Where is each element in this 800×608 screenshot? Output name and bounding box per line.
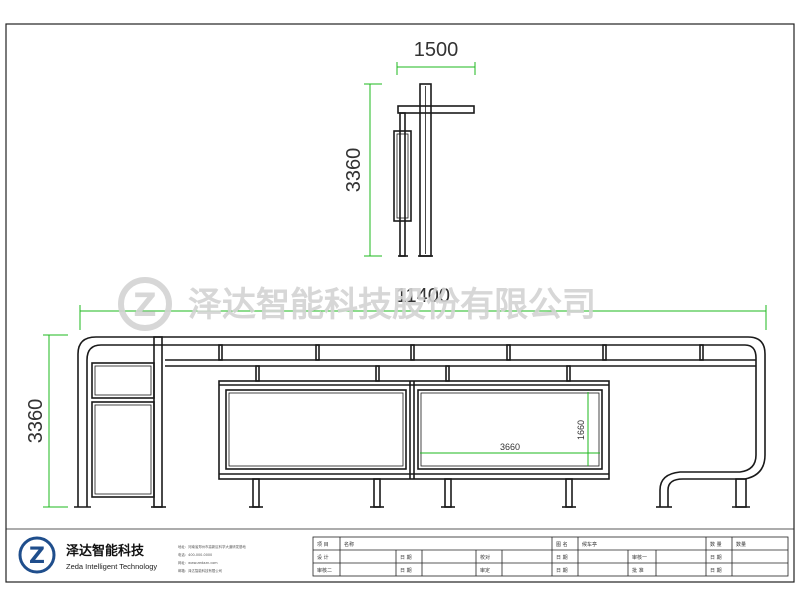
contact-line: 网址：www.zedazn.com <box>178 560 218 565</box>
label-review2: 审核二 <box>317 567 332 574</box>
company-logo-letter: Z <box>29 544 45 569</box>
label-drawing-name: 图 名 <box>556 541 568 548</box>
label-check: 校对 <box>480 554 490 561</box>
label-date: 日 期 <box>556 568 568 574</box>
value-quantity: 数量 <box>736 541 746 548</box>
label-date: 日 期 <box>710 555 722 561</box>
label-date: 日 期 <box>400 555 412 561</box>
label-ratify: 批 准 <box>632 567 644 574</box>
label-quantity: 数 量 <box>710 541 722 548</box>
front-height-dim: 3360 <box>25 399 47 444</box>
label-name: 名称 <box>344 541 354 548</box>
label-date: 日 期 <box>710 568 722 574</box>
panel-height-dim: 1660 <box>576 420 586 440</box>
title-block: Z 泽达智能科技 Zeda Intelligent Technology 地址：… <box>6 528 794 577</box>
contact-line: 邮箱：泽达智能科技有限公司 <box>178 568 222 573</box>
side-width-dim: 1500 <box>414 39 459 61</box>
drawing-border <box>5 23 795 583</box>
contact-line: 地址：河南省郑州市高新区科学大道研发基地 <box>178 544 246 549</box>
label-approve: 审定 <box>480 567 490 574</box>
watermark-text: 泽达智能科技股份有限公司 <box>188 285 596 325</box>
label-design: 设 计 <box>317 554 329 561</box>
side-view: 1500 3360 <box>343 39 476 257</box>
company-logo <box>18 536 56 574</box>
panel-width-dim: 3660 <box>500 442 520 452</box>
label-project: 项 目 <box>317 542 329 548</box>
label-date: 日 期 <box>400 568 412 574</box>
watermark-logo <box>118 277 172 331</box>
watermark-logo-letter: Z <box>133 286 156 324</box>
company-name-cn: 泽达智能科技 <box>66 543 145 559</box>
front-length-dim: 11400 <box>396 285 450 307</box>
contact-line: 电话：400-000-0000 <box>178 552 212 557</box>
company-name-en: Zeda Intelligent Technology <box>66 562 157 571</box>
front-view: 11400 3360 <box>25 285 767 508</box>
label-date: 日 期 <box>556 555 568 561</box>
watermark: Z 泽达智能科技股份有限公司 <box>118 277 596 331</box>
label-review: 审核一 <box>632 554 647 561</box>
value-drawing-name: 候车亭 <box>582 541 597 548</box>
side-height-dim: 3360 <box>343 148 365 193</box>
